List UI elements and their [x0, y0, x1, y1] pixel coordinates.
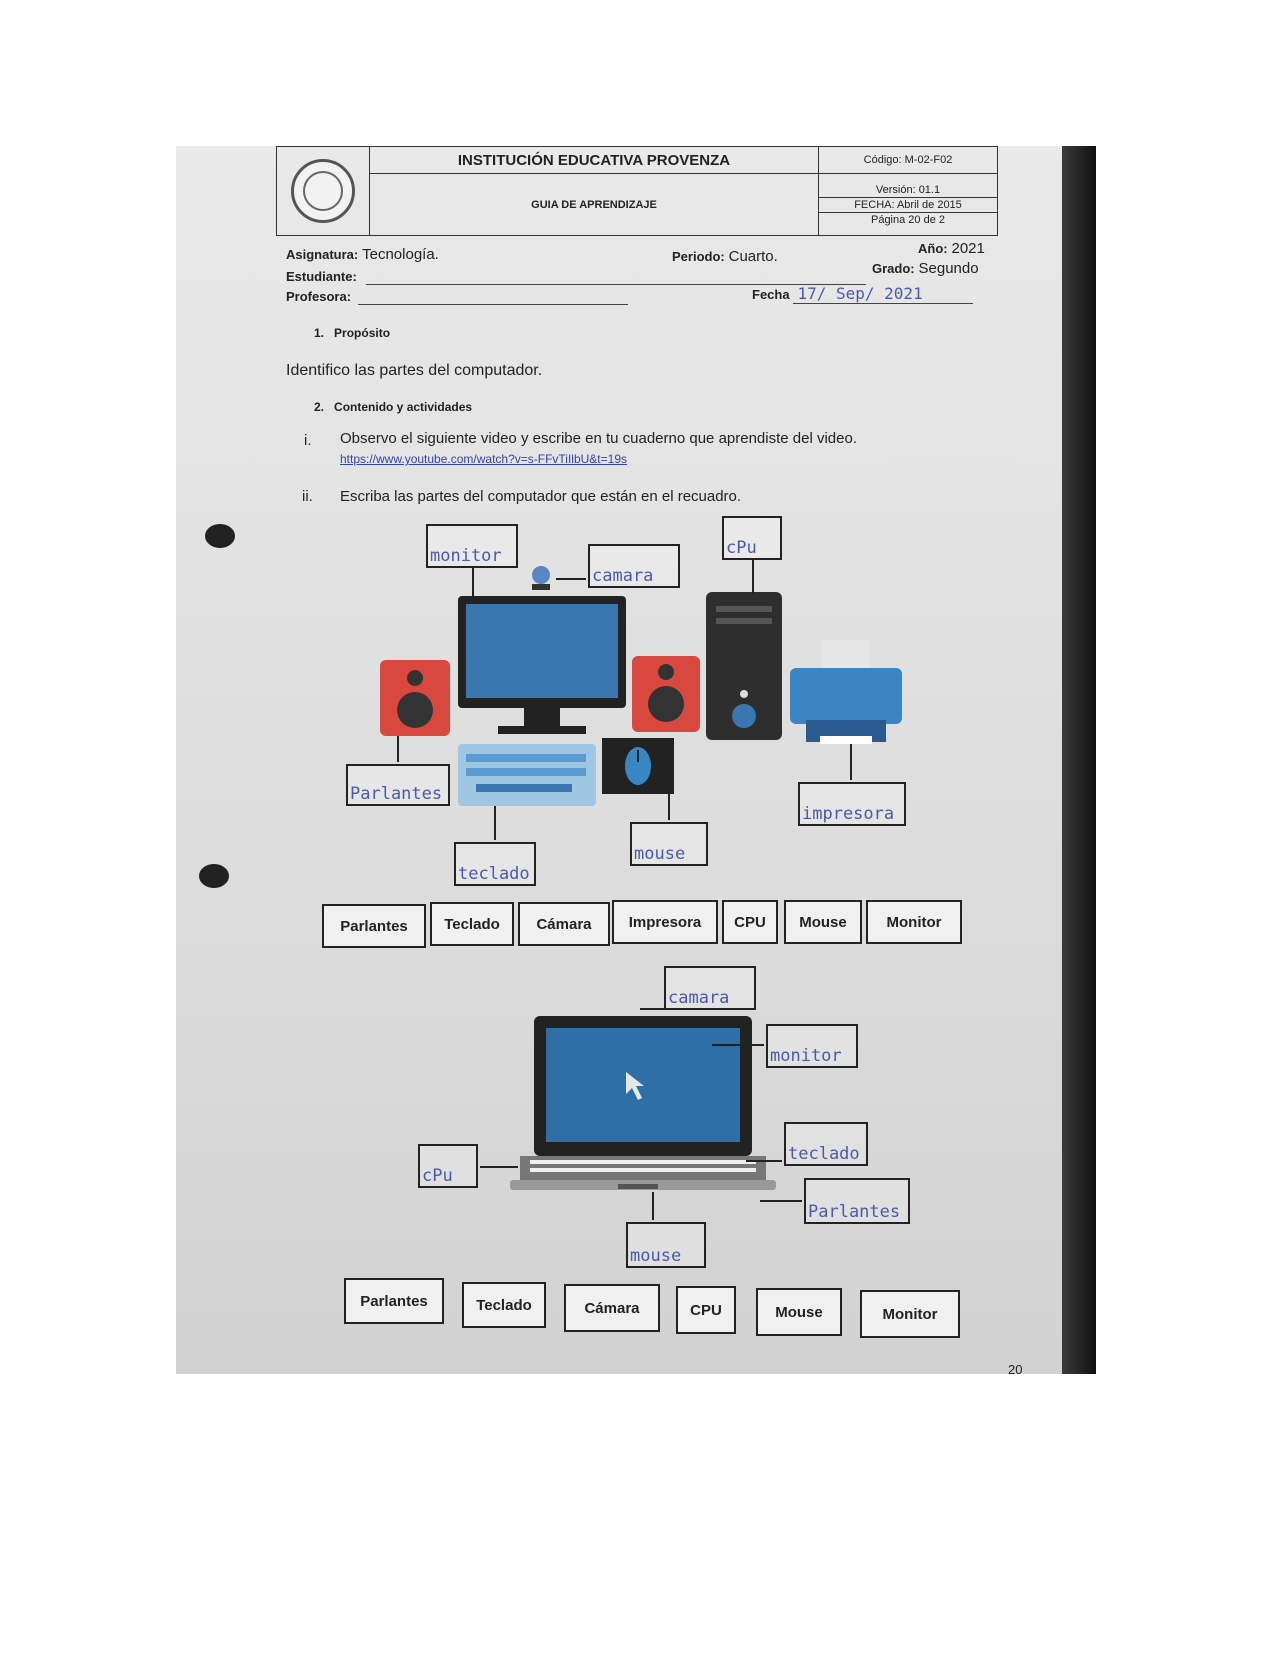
grade-row: Grado: Segundo: [872, 260, 979, 277]
paper-shadow: [1062, 146, 1096, 1374]
word-bank-2-mouse: Mouse: [756, 1288, 842, 1336]
word-bank-2-cpu: CPU: [676, 1286, 736, 1334]
answer-box-teclado[interactable]: teclado: [454, 842, 536, 886]
punch-hole: [205, 524, 235, 548]
date-row: Fecha 17/ Sep/ 2021: [752, 284, 973, 304]
doc-code: Código: M-02-F02: [818, 145, 998, 175]
arrow-laptop-camara: [640, 1008, 664, 1010]
laptop-icon: [510, 1016, 776, 1190]
keyboard-icon: [458, 744, 596, 806]
arrow-teclado: [494, 806, 496, 840]
word-bank-2-parlantes: Parlantes: [344, 1278, 444, 1324]
document-header: INSTITUCIÓN EDUCATIVA PROVENZA Código: M…: [276, 145, 998, 236]
video-link[interactable]: https://www.youtube.com/watch?v=s-FFvTiI…: [340, 452, 627, 466]
laptop-box-cpu[interactable]: cPu: [418, 1144, 478, 1188]
section-2-heading: 2. Contenido y actividades: [314, 400, 473, 414]
answer-box-parlantes[interactable]: Parlantes: [346, 764, 450, 806]
arrow-parlantes: [397, 736, 399, 762]
laptop-box-parlantes[interactable]: Parlantes: [804, 1178, 910, 1224]
period-row: Periodo: Cuarto.: [672, 248, 778, 265]
word-bank-1-impresora: Impresora: [612, 900, 718, 944]
word-bank-1-parlantes: Parlantes: [322, 904, 426, 948]
word-bank-2-camara: Cámara: [564, 1284, 660, 1332]
mouse-icon: [602, 738, 674, 794]
arrow-impresora: [850, 744, 852, 780]
word-bank-2-teclado: Teclado: [462, 1282, 546, 1328]
cursor-icon: [626, 1072, 644, 1100]
word-bank-1-teclado: Teclado: [430, 902, 514, 946]
page-number: 20: [1008, 1362, 1023, 1377]
laptop-illustration: [510, 1016, 776, 1190]
answer-box-cpu[interactable]: cPu: [722, 516, 782, 560]
speaker-right-icon: [632, 656, 700, 732]
webcam-icon: [532, 566, 550, 590]
cpu-tower-icon: [706, 592, 782, 740]
student-line: [366, 284, 866, 285]
doc-version: Versión: 01.1: [819, 183, 997, 198]
word-bank-2-monitor: Monitor: [860, 1290, 960, 1338]
activity-i-text: Observo el siguiente video y escribe en …: [340, 430, 857, 447]
word-bank-1-monitor: Monitor: [866, 900, 962, 944]
laptop-box-teclado[interactable]: teclado: [784, 1122, 868, 1166]
school-logo: [276, 146, 370, 236]
section-1-heading: 1. Propósito: [314, 326, 391, 340]
arrow-cpu: [752, 560, 754, 594]
word-bank-1-cpu: CPU: [722, 900, 778, 944]
arrow-mouse: [668, 794, 670, 820]
purpose-text: Identifico las partes del computador.: [286, 362, 543, 379]
institution-name: INSTITUCIÓN EDUCATIVA PROVENZA: [369, 145, 819, 175]
arrow-laptop-mouse: [652, 1192, 654, 1220]
school-seal-icon: [291, 159, 355, 223]
arrow-monitor: [472, 568, 474, 598]
answer-box-monitor[interactable]: monitor: [426, 524, 518, 568]
speaker-left-icon: [380, 660, 450, 736]
laptop-box-camara[interactable]: camara: [664, 966, 756, 1010]
activity-i-num: i.: [304, 432, 312, 449]
subject-row: Asignatura: Tecnología.: [286, 246, 439, 263]
desktop-illustration: [380, 566, 902, 806]
activity-ii-text: Escriba las partes del computador que es…: [340, 488, 742, 505]
arrow-laptop-cpu: [480, 1166, 518, 1168]
guide-title: GUIA DE APRENDIZAJE: [369, 173, 819, 236]
printer-icon: [790, 640, 902, 744]
laptop-box-monitor[interactable]: monitor: [766, 1024, 858, 1068]
word-bank-1-mouse: Mouse: [784, 900, 862, 944]
monitor-icon: [458, 596, 626, 734]
word-bank-1-camara: Cámara: [518, 902, 610, 946]
answer-box-camara[interactable]: camara: [588, 544, 680, 588]
laptop-box-mouse[interactable]: mouse: [626, 1222, 706, 1268]
answer-box-impresora[interactable]: impresora: [798, 782, 906, 826]
teacher-label: Profesora:: [286, 289, 352, 304]
arrow-laptop-monitor: [712, 1044, 764, 1046]
arrow-laptop-teclado: [746, 1160, 782, 1162]
doc-date: FECHA: Abril de 2015: [819, 198, 997, 213]
student-label: Estudiante:: [286, 269, 357, 284]
answer-box-mouse[interactable]: mouse: [630, 822, 708, 866]
doc-page: Página 20 de 2: [870, 213, 945, 226]
year-row: Año: 2021: [918, 240, 985, 257]
arrow-laptop-parlantes: [760, 1200, 802, 1202]
date-handwritten: 17/ Sep/ 2021: [793, 284, 973, 304]
teacher-line: [358, 304, 628, 305]
arrow-camara: [556, 578, 586, 580]
punch-hole: [199, 864, 229, 888]
activity-ii-num: ii.: [302, 488, 313, 505]
